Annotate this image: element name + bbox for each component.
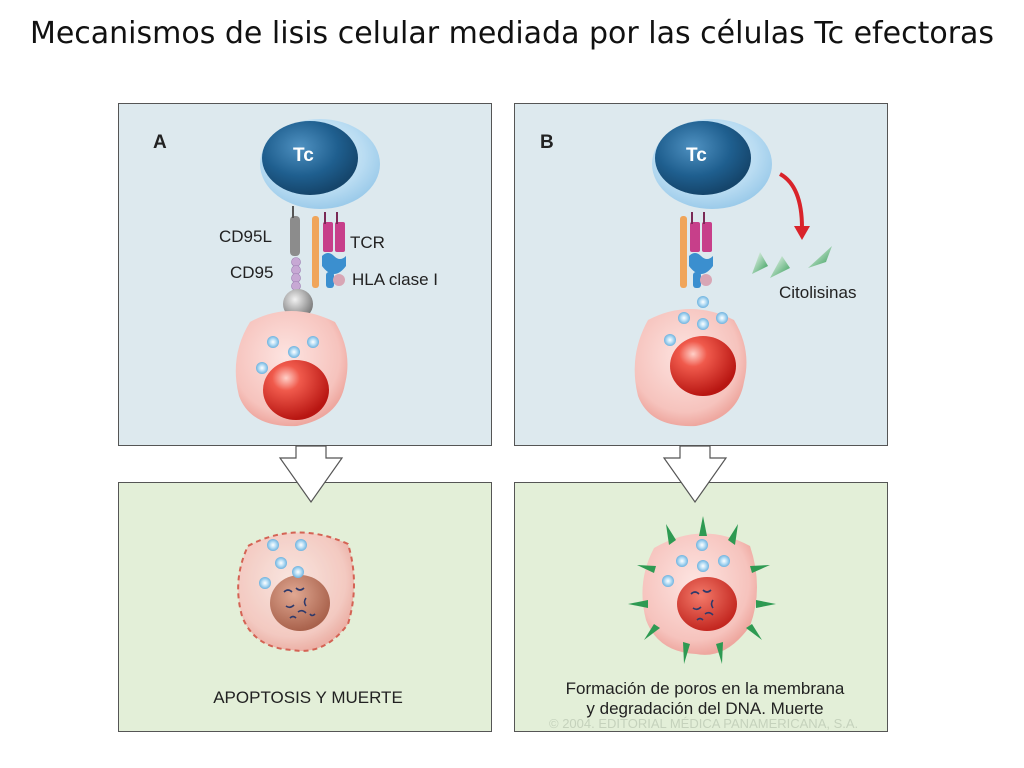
cd95-label: CD95 [230, 263, 274, 282]
panel-b-caption-line2: y degradación del DNA. Muerte [586, 699, 824, 718]
panel-a-letter: A [153, 132, 167, 153]
page-title: Mecanismos de lisis celular mediada por … [29, 16, 995, 51]
panel-a-tc-label: Tc [293, 145, 314, 166]
copyright-notice: © 2004. EDITORIAL MÉDICA PANAMERICANA, S… [549, 716, 859, 731]
panel-b-hla [689, 253, 713, 288]
panel-b-letter: B [540, 132, 554, 153]
citolisinas-label: Citolisinas [779, 283, 857, 302]
panel-a-caption: APOPTOSIS Y MUERTE [213, 688, 403, 707]
citolisina-release-arrow [778, 172, 804, 229]
citolisinas-wedges [752, 246, 832, 278]
tcr-label: TCR [350, 233, 385, 252]
coreceptor-molecule [312, 216, 319, 288]
cd95-molecule [291, 257, 301, 291]
panel-a-target-cell [235, 311, 348, 427]
membrane-pores [628, 516, 776, 664]
panel-a-down-arrow [278, 445, 344, 504]
tcr-molecule [323, 212, 345, 252]
lysed-cell-with-pores [642, 533, 757, 655]
panel-b-caption-line1: Formación de poros en la membrana [565, 679, 845, 698]
apoptotic-cell [237, 531, 355, 652]
panel-b-target-cell [634, 296, 747, 427]
hla-clase-i-label: HLA clase I [352, 270, 438, 289]
panel-b-tc-label: Tc [686, 145, 707, 166]
hla-molecule [322, 253, 346, 288]
panel-b-tcr [690, 212, 712, 252]
panel-b-down-arrow [662, 445, 728, 504]
cd95l-label: CD95L [219, 227, 272, 246]
panel-a-tc-cell [260, 119, 380, 209]
panel-b-coreceptor [680, 216, 687, 288]
panel-b-tc-cell [652, 119, 772, 209]
cd95l-molecule [290, 206, 300, 256]
